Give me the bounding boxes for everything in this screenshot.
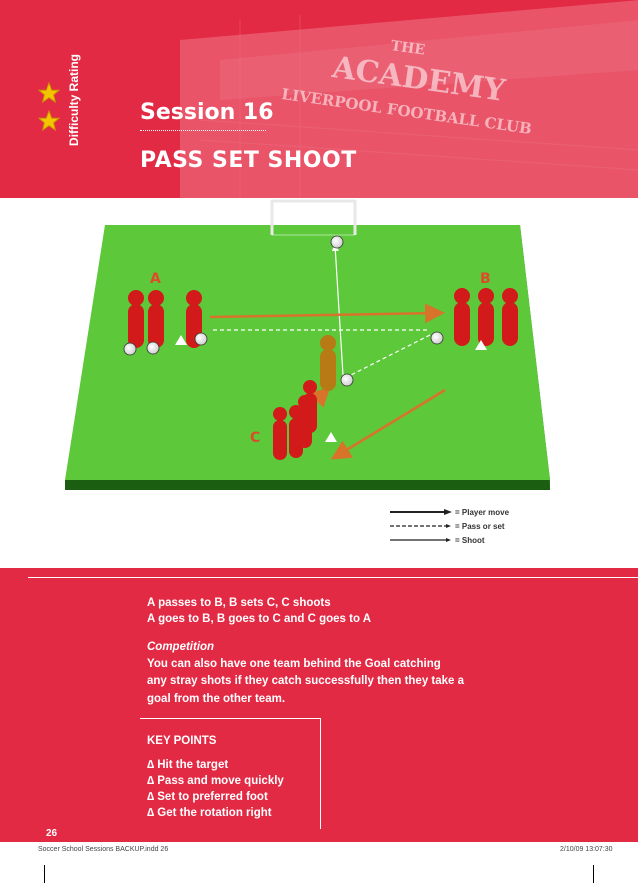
competition-line-1: You can also have one team behind the Go… xyxy=(147,658,441,670)
legend-shoot: = Shoot xyxy=(455,536,485,545)
page-number: 26 xyxy=(46,828,58,839)
divider xyxy=(140,130,266,131)
header-band: THE ACADEMY LIVERPOOL FOOTBALL CLUB Diff… xyxy=(0,0,638,198)
key-point-text: Set to preferred foot xyxy=(157,791,268,803)
legend-pass-or-set: = Pass or set xyxy=(455,522,505,531)
key-points-heading: KEY POINTS xyxy=(147,735,217,747)
pitch-side xyxy=(65,480,550,490)
pitch-diagram: A B C xyxy=(65,199,550,490)
key-point-item: ∆ Pass and move quickly xyxy=(147,775,284,787)
key-point-item: ∆ Set to preferred foot xyxy=(147,791,268,803)
competition-line-2: any stray shots if they catch successful… xyxy=(147,675,465,687)
stadium-photo xyxy=(180,0,638,198)
legend-arrow-icon xyxy=(390,509,452,515)
key-point-text: Pass and move quickly xyxy=(157,775,284,787)
key-points-box xyxy=(140,718,321,829)
slug-file: Soccer School Sessions BACKUP.indd 26 xyxy=(38,846,169,853)
triangle-icon: ∆ xyxy=(147,791,155,803)
key-point-text: Get the rotation right xyxy=(157,807,272,819)
slug-date: 2/10/09 13:07:30 xyxy=(560,846,613,853)
session-number: Session 16 xyxy=(140,100,274,125)
page-title: PASS SET SHOOT xyxy=(140,148,357,173)
shot-line xyxy=(331,243,344,376)
crop-mark xyxy=(593,865,594,883)
legend-solid-icon xyxy=(390,538,451,542)
description-band xyxy=(0,568,638,842)
triangle-icon: ∆ xyxy=(147,807,155,819)
legend-player-move: = Player move xyxy=(455,508,510,517)
goal xyxy=(270,199,357,235)
setter-player xyxy=(320,335,336,391)
pass-lines xyxy=(213,329,431,379)
group-label-b: B xyxy=(480,271,491,287)
cones xyxy=(175,335,487,442)
key-point-item: ∆ Hit the target xyxy=(147,759,228,771)
group-c-players xyxy=(273,380,317,460)
divider xyxy=(28,577,638,578)
group-b-players xyxy=(454,288,518,346)
balls xyxy=(123,235,444,387)
star-icon xyxy=(38,110,60,132)
difficulty-rating-label: Difficulty Rating xyxy=(67,54,81,146)
key-point-item: ∆ Get the rotation right xyxy=(147,807,272,819)
instruction-line-2: A goes to B, B goes to C and C goes to A xyxy=(147,613,372,625)
competition-line-3: goal from the other team. xyxy=(147,693,286,705)
triangle-icon: ∆ xyxy=(147,759,155,771)
instruction-line-1: A passes to B, B sets C, C shoots xyxy=(147,597,331,609)
group-label-a: A xyxy=(150,271,161,287)
key-point-text: Hit the target xyxy=(157,759,229,771)
competition-heading: Competition xyxy=(147,641,215,653)
pitch-surface xyxy=(65,225,550,480)
legend-dashed-icon xyxy=(390,524,451,528)
triangle-icon: ∆ xyxy=(147,775,155,787)
group-label-c: C xyxy=(250,430,260,446)
star-icon xyxy=(38,82,60,104)
crop-mark xyxy=(44,865,45,883)
